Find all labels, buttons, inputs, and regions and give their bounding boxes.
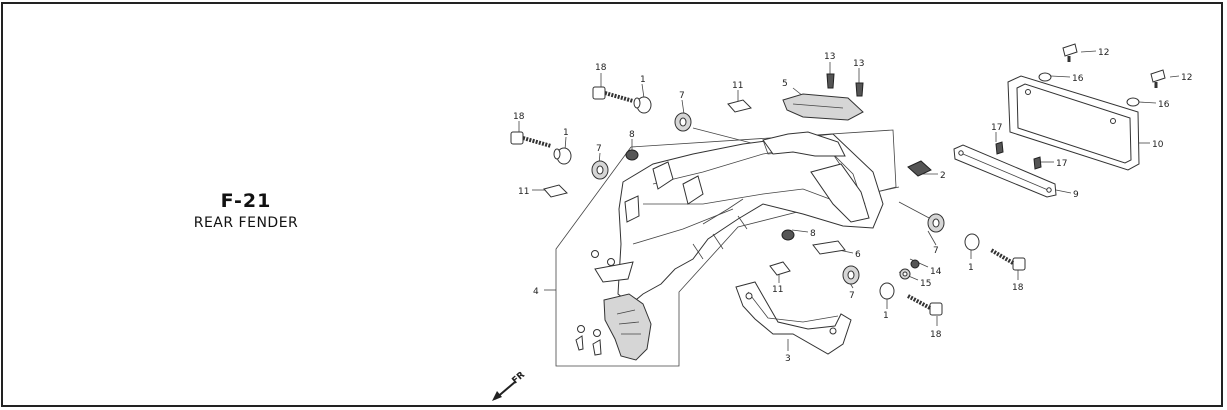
callout-7: 7 — [679, 91, 685, 101]
diagram-code: F-21 — [220, 190, 272, 212]
callout-11: 11 — [518, 187, 529, 197]
callout-11: 11 — [772, 285, 783, 295]
callout-13: 13 — [853, 59, 864, 69]
reflector-part — [907, 160, 932, 177]
callout-18: 18 — [595, 63, 607, 73]
callout-6: 6 — [855, 250, 861, 260]
callout-1: 1 — [883, 311, 889, 321]
plate-part — [1007, 75, 1140, 171]
front-direction-arrow: FR — [492, 370, 527, 401]
callout-3: 3 — [785, 354, 791, 364]
rear-fender-part — [617, 131, 884, 305]
callout-16: 16 — [1158, 100, 1170, 110]
callout-8: 8 — [629, 130, 635, 140]
callout-13: 13 — [824, 52, 835, 62]
callout-2: 2 — [940, 171, 946, 181]
diagram-title: REAR FENDER — [193, 215, 299, 231]
callout-12: 12 — [1098, 48, 1109, 58]
callout-18: 18 — [930, 330, 942, 340]
bracket-part — [735, 281, 852, 355]
callout-7: 7 — [849, 291, 855, 301]
callout-9: 9 — [1073, 190, 1079, 200]
callout-14: 14 — [930, 267, 942, 277]
callout-17: 17 — [1056, 159, 1067, 169]
callout-5: 5 — [782, 79, 788, 89]
callout-15: 15 — [920, 279, 931, 289]
clips-and-nuts — [543, 43, 1166, 280]
plate-bracket-part — [953, 144, 1057, 198]
mudflap-part — [575, 250, 652, 361]
callout-1: 1 — [640, 75, 646, 85]
callout-17: 17 — [991, 123, 1002, 133]
callout-11: 11 — [732, 81, 743, 91]
callout-16: 16 — [1072, 74, 1084, 84]
fender-group-outline — [555, 129, 897, 367]
callout-7: 7 — [596, 144, 602, 154]
collars-and-grommets — [553, 96, 980, 300]
exploded-parts-drawing: FR 18 1 7 11 5 13 13 12 16 12 16 18 1 7 … — [492, 43, 1192, 401]
callout-8: 8 — [810, 229, 816, 239]
cover-part — [782, 93, 864, 121]
bolts-18 — [510, 86, 1026, 316]
callout-18: 18 — [1012, 283, 1024, 293]
callout-7: 7 — [933, 246, 939, 256]
callout-numbers: 18 1 7 11 5 13 13 12 16 12 16 18 1 7 8 1… — [513, 48, 1192, 364]
callout-1: 1 — [563, 128, 569, 138]
callout-12: 12 — [1181, 73, 1192, 83]
callout-10: 10 — [1152, 140, 1164, 150]
callout-18: 18 — [513, 112, 525, 122]
callout-1: 1 — [968, 263, 974, 273]
callout-4: 4 — [533, 287, 539, 297]
